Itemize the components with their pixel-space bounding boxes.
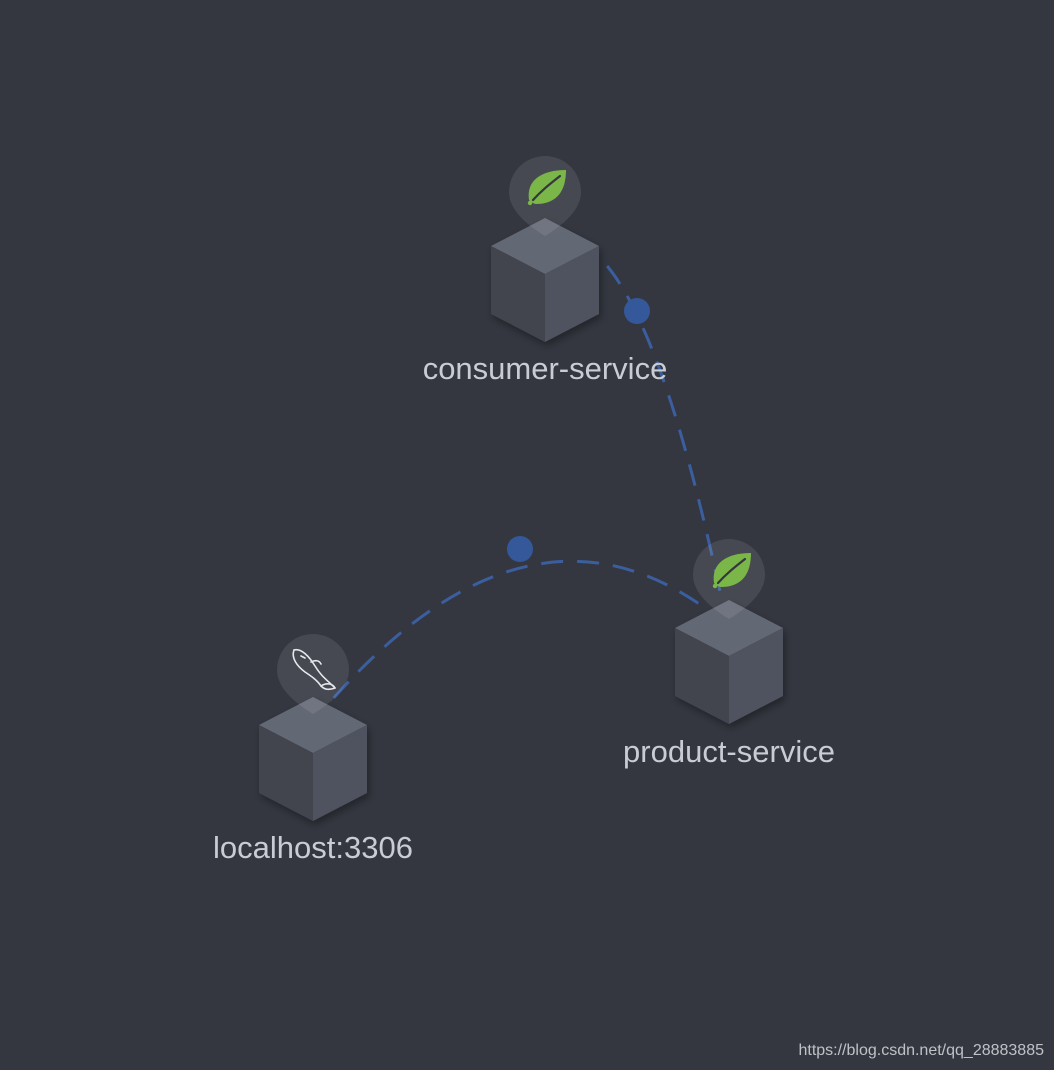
consumer-service-label: consumer-service bbox=[423, 351, 668, 386]
consumer-cube[interactable] bbox=[491, 218, 599, 342]
edge-product-mysql-midpoint[interactable] bbox=[507, 536, 533, 562]
mysql-cube[interactable] bbox=[259, 697, 367, 821]
mysql-icon-badge bbox=[277, 634, 349, 714]
mysql-label: localhost:3306 bbox=[213, 830, 413, 865]
consumer-icon-badge bbox=[509, 156, 581, 236]
node-mysql[interactable]: localhost:3306 bbox=[213, 634, 413, 865]
edge-consumer-to-product[interactable] bbox=[544, 237, 729, 626]
product-icon-badge bbox=[693, 539, 765, 619]
node-product-service[interactable]: product-service bbox=[623, 539, 835, 769]
spring-leaf-icon bbox=[527, 170, 566, 206]
edge-product-to-mysql[interactable] bbox=[311, 559, 728, 723]
spring-leaf-icon bbox=[712, 553, 751, 589]
node-consumer-service[interactable]: consumer-service bbox=[423, 156, 668, 386]
watermark-text: https://blog.csdn.net/qq_28883885 bbox=[798, 1042, 1044, 1059]
product-service-label: product-service bbox=[623, 734, 835, 769]
edge-consumer-product-midpoint[interactable] bbox=[624, 298, 650, 324]
mysql-dolphin-icon bbox=[292, 648, 336, 691]
